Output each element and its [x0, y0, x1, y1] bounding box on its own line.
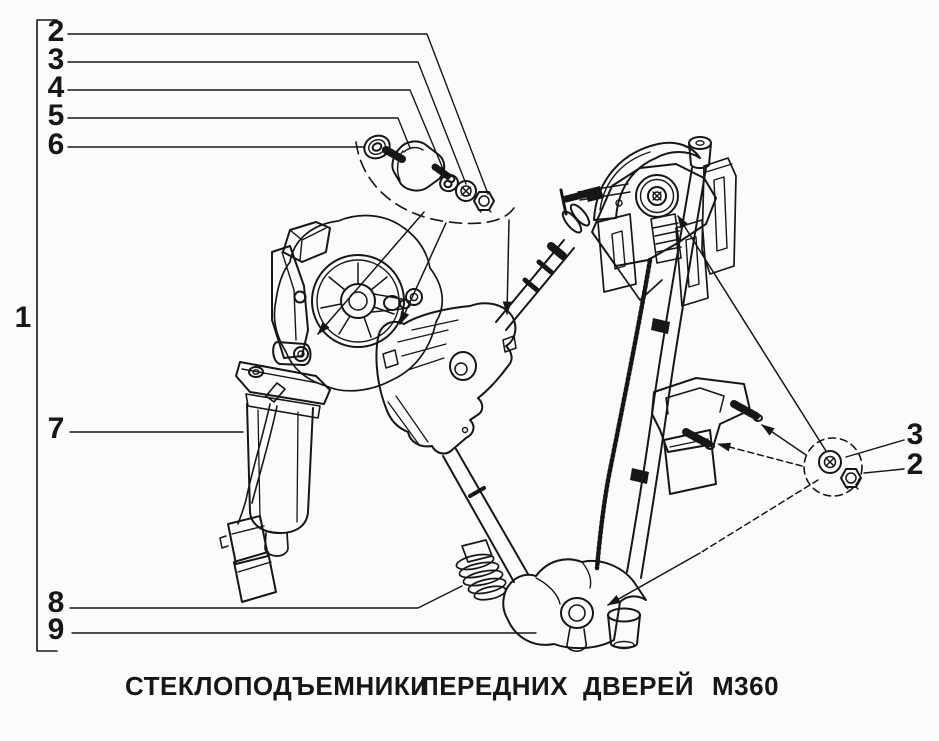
top-pulley-assembly [591, 136, 737, 307]
bottom-roller-bracket [442, 448, 647, 652]
callout-5: 5 [47, 99, 65, 132]
leader-line-right-3 [845, 439, 905, 458]
drive-cable-tube [495, 183, 631, 331]
rail-top-cap [688, 136, 712, 169]
callout-7: 7 [47, 412, 65, 445]
leader-line-5 [67, 117, 411, 149]
caption-word: М360 [712, 671, 780, 701]
washer-6-drawing [363, 134, 391, 160]
pulley-bracket [591, 163, 717, 267]
rail-collar-upper [651, 318, 670, 334]
callout-3: 3 [47, 43, 65, 76]
leader-line-right-2 [863, 468, 905, 474]
spiral-cable [594, 257, 653, 571]
motor-wiring [219, 382, 286, 603]
fastener-detail-right [803, 437, 863, 497]
pointer-to-pulley [677, 215, 827, 452]
callout-right-3: 3 [906, 418, 924, 451]
leader-lines [67, 33, 905, 634]
guide-rail [594, 167, 707, 579]
pointer-to-upper-stud [761, 424, 807, 456]
cable-ferrule [561, 203, 591, 234]
pulley [635, 174, 679, 218]
washer-3-right-drawing [818, 450, 842, 474]
leader-line-2 [67, 33, 489, 195]
motor-assembly [219, 214, 444, 603]
washer-4-drawing [439, 173, 459, 193]
fastener-stack-top [355, 134, 515, 225]
callout-4: 4 [47, 71, 65, 104]
detail-dashed-circle [803, 437, 863, 497]
nut-2-drawing [473, 191, 495, 213]
crescent-arm [593, 141, 701, 221]
leader-line-4 [67, 89, 447, 177]
callout-9: 9 [47, 613, 65, 646]
pointer-to-roller [607, 552, 701, 606]
clamp-stud-lower [682, 428, 712, 448]
coil-spring-section [650, 213, 682, 264]
slotted-plate-right [701, 157, 737, 275]
callout-right-2: 2 [906, 448, 924, 481]
caption-word: ПЕРЕДНИХ [420, 671, 569, 701]
clamp-bracket [651, 377, 763, 495]
leader-line-3 [67, 61, 467, 185]
callout-8: 8 [47, 586, 65, 619]
callout-1: 1 [14, 301, 32, 334]
mount-ear-hole [405, 288, 423, 306]
motor-mount-arm [271, 245, 312, 366]
rail-foot-cylinder [607, 607, 641, 650]
pointer-lines-right [607, 215, 827, 606]
clamp-stud-upper [730, 400, 760, 420]
callout-bracket [36, 19, 58, 652]
roller-pivot [560, 597, 594, 652]
callout-2: 2 [47, 15, 65, 48]
drive-plate [375, 302, 517, 455]
rail-collar-lower [630, 468, 649, 484]
slotted-plate-left [597, 199, 637, 293]
lift-arm-tube [442, 448, 529, 583]
wire-connector [219, 515, 277, 603]
motor-top-cap [282, 221, 331, 263]
detail-boundary-dashed-arc [355, 141, 515, 225]
caption-word: ДВЕРЕЙ [583, 671, 695, 701]
screw-3-drawing [455, 180, 477, 202]
motor-base-plate [235, 361, 331, 419]
nut-2-right-drawing [840, 468, 862, 490]
gear-housing [273, 214, 444, 392]
mount-arrows [317, 211, 512, 335]
leader-line-8 [69, 585, 463, 609]
callout-6: 6 [47, 128, 65, 161]
pointer-to-lower-stud [716, 442, 803, 467]
caption-word: СТЕКЛОПОДЪЕМНИКИ [125, 671, 430, 701]
bellows-8-drawing [455, 539, 507, 601]
motor-body [246, 403, 314, 557]
